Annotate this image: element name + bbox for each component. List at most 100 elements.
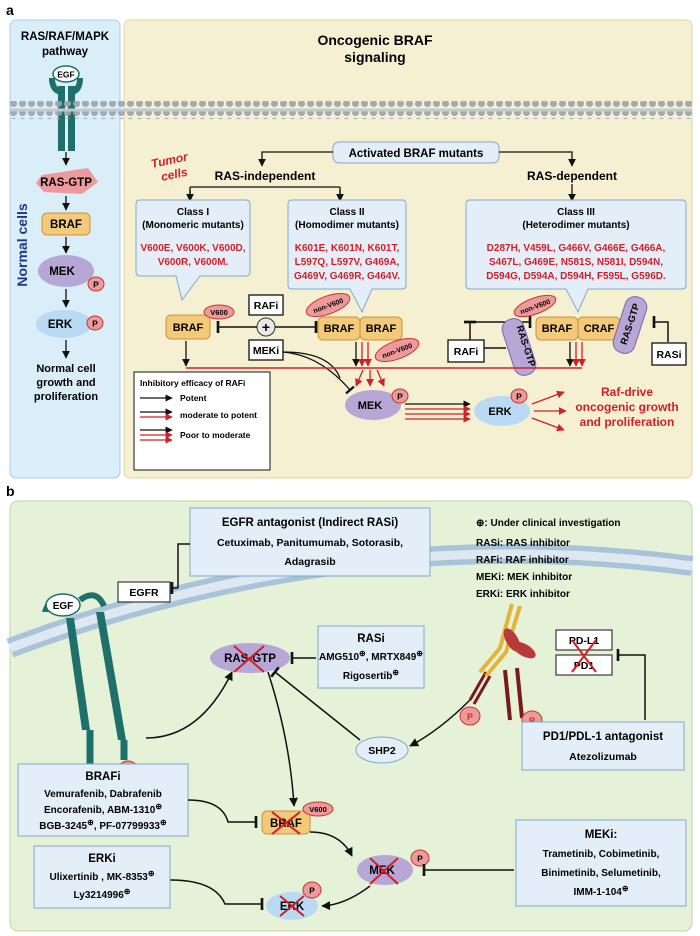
braf-v600-tag: V600 [309, 805, 327, 814]
erk-label-a: ERK [488, 406, 511, 418]
rasi-drugs-1: AMG510⊕, MRTX849⊕ [319, 649, 423, 663]
oncogenic-title-line2: signaling [344, 49, 405, 65]
rafi-box-class3 [447, 339, 485, 363]
raf-drive-line1: Raf-drive [601, 385, 653, 399]
plus-label: + [262, 319, 270, 335]
meki-box-b [515, 819, 687, 907]
brafi-drugs-2: Encorafenib, ABM-1310⊕ [44, 802, 162, 816]
mek-node [38, 255, 94, 287]
mek-phospho-a: P [397, 392, 403, 402]
erk-label: ERK [48, 319, 73, 331]
egfr-antagonist-drugs-1: Cetuximab, Panitumumab, Sotorasib, [217, 537, 403, 549]
braf-label: BRAF [50, 219, 82, 231]
legend-potent: Potent [180, 393, 207, 403]
mek-phospho: P [93, 280, 99, 290]
mek-label-a: MEK [358, 400, 383, 412]
brafi-title: BRAFi [85, 771, 120, 783]
braf-node [41, 212, 91, 236]
egfr-box [117, 581, 171, 603]
ras-gtp-node [36, 168, 98, 194]
legend-moderate: moderate to potent [180, 410, 257, 420]
class1-title: Class I [177, 207, 209, 218]
key-rafi: RAFi: RAF inhibitor [476, 555, 569, 566]
erk-node-a [474, 396, 530, 426]
key-erki: ERKi: ERK inhibitor [476, 589, 570, 600]
class2-subtitle: (Homodimer mutants) [295, 220, 399, 231]
class3-mutations-3: D594G, D594A, D594H, F595L, G596D. [486, 271, 666, 282]
left-title-line2: pathway [42, 46, 89, 58]
class1-mutations-1: V600E, V600K, V600D, [140, 243, 245, 254]
pd1-receptor [468, 603, 536, 721]
pd1-phospho-2: P [529, 716, 535, 726]
class2-mutations-2: L597Q, L597V, G469A, [295, 257, 400, 268]
erki-drugs-2: Ly3214996⊕ [74, 887, 131, 901]
class2-mutations-1: K601E, K601N, K601T, [295, 243, 400, 254]
ras-gtp-right-a [612, 296, 648, 354]
raf-drive-line3: and proliferation [580, 415, 675, 429]
class2-braf-left-label: BRAF [324, 323, 355, 335]
key-rasi: RASi: RAS inhibitor [476, 538, 570, 549]
ras-independent-label: RAS-independent [215, 169, 316, 183]
rasi-label-a: RASi [656, 349, 681, 361]
class1-subtitle: (Monomeric mutants) [142, 220, 244, 231]
rasi-box-b [317, 625, 425, 689]
class2-braf-right-label: BRAF [366, 323, 397, 335]
pd-cross [571, 639, 597, 673]
meki-drugs-2: Binimetinib, Selumetinib, [541, 868, 661, 879]
left-title-line1: RAS/RAF/MAPK [21, 31, 110, 43]
normal-growth-line2: growth and [36, 377, 95, 389]
raf-drive-line2: oncogenic growth [575, 400, 678, 414]
egf-label: EGF [57, 70, 74, 80]
meki-drugs-1: Trametinib, Cobimetinib, [543, 849, 660, 860]
shp2-label: SHP2 [368, 745, 396, 757]
normal-growth-line3: proliferation [34, 391, 98, 403]
egf-ligand [52, 65, 80, 83]
ras-gtp-left-a [501, 318, 537, 376]
class3-mutations-2: S467L, G469E, N581S, N581I, D594N, [489, 257, 663, 268]
egfr-antagonist-box [189, 507, 431, 577]
legend-poor: Poor to moderate [180, 430, 251, 440]
class2-braf-right [359, 316, 403, 341]
pdl1-box [555, 629, 613, 651]
class1-mutations-2: V600R, V600M. [158, 257, 229, 268]
ras-gtp-cross [233, 645, 265, 673]
key-clinical: ⊕: Under clinical investigation [476, 518, 621, 529]
pd1-phospho-1: P [467, 712, 473, 722]
panel-a-letter: a [6, 2, 14, 18]
oncogenic-braf-panel: Oncogenic BRAF signaling Activated BRAF … [10, 19, 693, 479]
class1-braf-label: BRAF [173, 322, 204, 334]
class3-callout [465, 199, 687, 314]
ras-dependent-label: RAS-dependent [527, 169, 617, 183]
meki-drugs-3: IMM-1-104⊕ [573, 884, 628, 898]
class3-craf-label: CRAF [584, 323, 615, 335]
class3-braf-label: BRAF [542, 323, 573, 335]
egfr-label: EGFR [129, 587, 159, 599]
class3-mutations-1: D287H, V459L, G466V, G466E, G466A, [487, 243, 666, 254]
pd-antagonist-title: PD1/PDL-1 antagonist [543, 731, 663, 743]
rasi-box-a [651, 342, 687, 366]
rasi-drugs-2: Rigosertib⊕ [343, 668, 399, 682]
erk-phospho-a: P [516, 392, 522, 402]
erk-cross [279, 895, 305, 917]
brafi-drugs-1: Vemurafenib, Dabrafenib [44, 789, 162, 800]
normal-pathway-panel: RAS/RAF/MAPK pathway Normal cells EGF RA… [9, 19, 121, 479]
brafi-drugs-3: BGB-3245⊕, PF-07799933⊕ [39, 818, 167, 832]
mek-label-b: MEK [369, 865, 395, 877]
class1-callout [135, 199, 251, 302]
egf-label-b: EGF [53, 601, 74, 612]
meki-box-a [248, 339, 284, 361]
key-meki: MEKi: MEK inhibitor [476, 572, 572, 583]
mek-phospho-b: P [417, 854, 423, 864]
tumor-cells-line2: cells [160, 165, 189, 184]
erk-node [36, 310, 92, 338]
rafi-label-a: RAFi [254, 300, 279, 312]
egfr-receptor: EGF [42, 592, 128, 780]
class3-subtitle: (Heterodimer mutants) [522, 220, 629, 231]
egfr-antagonist-drugs-2: Adagrasib [284, 556, 335, 568]
egf-ligand-b [45, 593, 81, 617]
pdl1-label: PD-L1 [569, 635, 599, 647]
efficacy-legend [133, 371, 271, 471]
meki-title-b: MEKi: [585, 829, 618, 841]
erki-title: ERKi [88, 853, 115, 865]
mek-cross [369, 857, 399, 885]
